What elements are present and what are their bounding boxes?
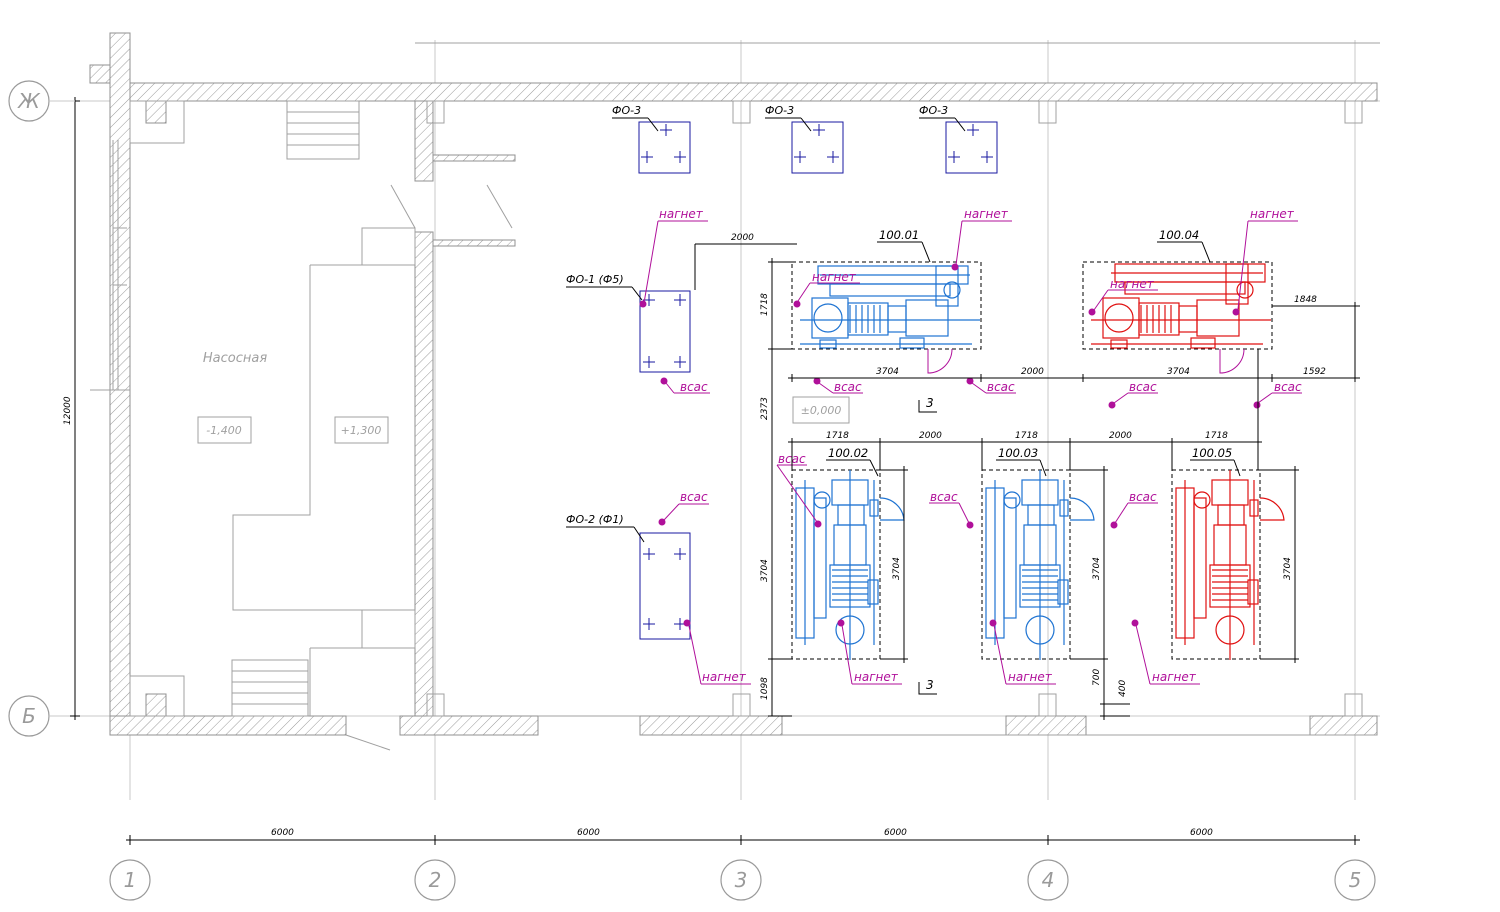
pump-100-01-graphic (800, 265, 980, 349)
pipe-label-suction-100-05: всас (1129, 490, 1157, 504)
pump-100-02-graphic (795, 470, 905, 660)
axis-grid-lines (50, 40, 1380, 800)
dim-1718-c: 1718 (1205, 431, 1228, 441)
pump-100-04-graphic (1091, 263, 1271, 349)
axis-label-col-1: 1 (124, 868, 137, 892)
foundations (566, 117, 998, 640)
dim-1718-b: 1718 (1015, 431, 1038, 441)
axis-bubble-row-zh (8, 80, 50, 122)
pump-tag-100-01: 100.01 (879, 228, 919, 242)
axis-label-row-zh: Ж (16, 89, 41, 113)
level-mark-high: +1,300 (341, 424, 382, 437)
pipe-label-discharge-fo1: нагнет (659, 207, 704, 221)
dimension-texts: 2000 1718 2373 3704 1098 3704 2000 3704 … (63, 233, 1326, 838)
pump-outlines (791, 261, 1273, 660)
level-mark-high-box (334, 416, 389, 444)
dim-2000-c: 2000 (1109, 431, 1132, 441)
pipe-label-suction-100-04a: всас (1129, 380, 1157, 394)
dim-1098: 1098 (760, 677, 770, 700)
pipe-label-discharge-fo2: нагнет (702, 670, 747, 684)
pipe-connections (639, 220, 1302, 685)
pump-100-05-graphic (1175, 470, 1285, 660)
pipe-label-suction-fo1: всас (680, 380, 708, 394)
floor-level-mark: ±0,000 (801, 404, 842, 417)
section-marks (918, 400, 937, 695)
pipe-label-discharge-100-01-top: нагнет (964, 207, 1009, 221)
foundation-label-fo2: ФО-2 (Ф1) (566, 513, 624, 526)
dim-1592: 1592 (1303, 367, 1326, 377)
pump-tag-100-05: 100.05 (1192, 446, 1232, 460)
pipe-label-discharge-100-01: нагнет (812, 270, 857, 284)
pump-100-03-graphic (985, 470, 1095, 660)
door-swing-arcs (927, 348, 1245, 374)
dim-400: 400 (1118, 680, 1128, 697)
axis-label-col-3: 3 (735, 868, 748, 892)
room-name: Насосная (203, 351, 267, 366)
dim-2000-top: 2000 (731, 233, 754, 243)
dim-3704-right-b: 3704 (1092, 557, 1102, 580)
foundation-label-1: ФО-3 (612, 104, 641, 117)
dimension-lines (70, 97, 1360, 845)
dim-1718-a: 1718 (826, 431, 849, 441)
pump-tag-100-03: 100.03 (998, 446, 1038, 460)
dim-3704-top-a: 3704 (876, 367, 899, 377)
level-mark-low: -1,400 (206, 424, 241, 437)
pipe-label-suction-100-04b: всас (1274, 380, 1302, 394)
dim-3704-right-c: 3704 (1283, 557, 1293, 580)
pipe-label-suction-fo2: всас (680, 490, 708, 504)
axis-bubble-col-2 (414, 859, 456, 901)
dim-2000-b: 2000 (919, 431, 942, 441)
pipe-label-discharge-100-03: нагнет (1008, 670, 1053, 684)
dim-span-2: 6000 (577, 828, 600, 838)
pipe-label-discharge-100-05: нагнет (1152, 670, 1197, 684)
columns (129, 100, 1363, 717)
dim-3704-right-a: 3704 (892, 557, 902, 580)
pipe-label-discharge-100-04-top: нагнет (1250, 207, 1295, 221)
pump-tag-100-04: 100.04 (1159, 228, 1199, 242)
axis-label-col-2: 2 (429, 868, 442, 892)
pipe-label-discharge-100-04: нагнет (1110, 277, 1155, 291)
dim-1718-left: 1718 (760, 293, 770, 316)
dim-700: 700 (1092, 669, 1102, 686)
foundation-label-2: ФО-3 (765, 104, 794, 117)
dim-span-1: 6000 (271, 828, 294, 838)
dim-2373: 2373 (760, 397, 770, 420)
axis-label-row-b: Б (22, 704, 36, 728)
foundation-label-fo1: ФО-1 (Ф5) (566, 273, 624, 286)
axis-bubble-row-b (8, 695, 50, 737)
pipe-label-suction-100-03: всас (930, 490, 958, 504)
foundation-label-3: ФО-3 (919, 104, 948, 117)
building-walls (89, 32, 1378, 736)
axis-label-col-5: 5 (1349, 868, 1362, 892)
floor-level-box (792, 396, 850, 424)
axis-bubble-col-1 (109, 859, 151, 901)
pump-tag-100-02: 100.02 (828, 446, 868, 460)
section-mark-bottom: 3 (926, 678, 934, 692)
dim-3704-top-b: 3704 (1167, 367, 1190, 377)
dim-2000-mid: 2000 (1021, 367, 1044, 377)
dim-1848: 1848 (1294, 295, 1317, 305)
axis-bubble-col-3 (720, 859, 762, 901)
dim-span-3: 6000 (884, 828, 907, 838)
dim-span-4: 6000 (1190, 828, 1213, 838)
pipe-label-discharge-100-02: нагнет (854, 670, 899, 684)
axis-bubble-col-5 (1334, 859, 1376, 901)
pump-tag-leaders (826, 241, 1241, 477)
axis-label-col-4: 4 (1042, 868, 1055, 892)
axis-bubble-col-4 (1027, 859, 1069, 901)
pipe-label-suction-100-01b: всас (987, 380, 1015, 394)
pipe-label-suction-100-01a: всас (834, 380, 862, 394)
section-mark-top: 3 (926, 396, 934, 410)
dim-12000: 12000 (63, 396, 73, 425)
axis-bubbles (8, 80, 1376, 901)
level-mark-low-box (197, 416, 252, 444)
pump-room (90, 100, 513, 751)
dim-3704-left: 3704 (760, 559, 770, 582)
